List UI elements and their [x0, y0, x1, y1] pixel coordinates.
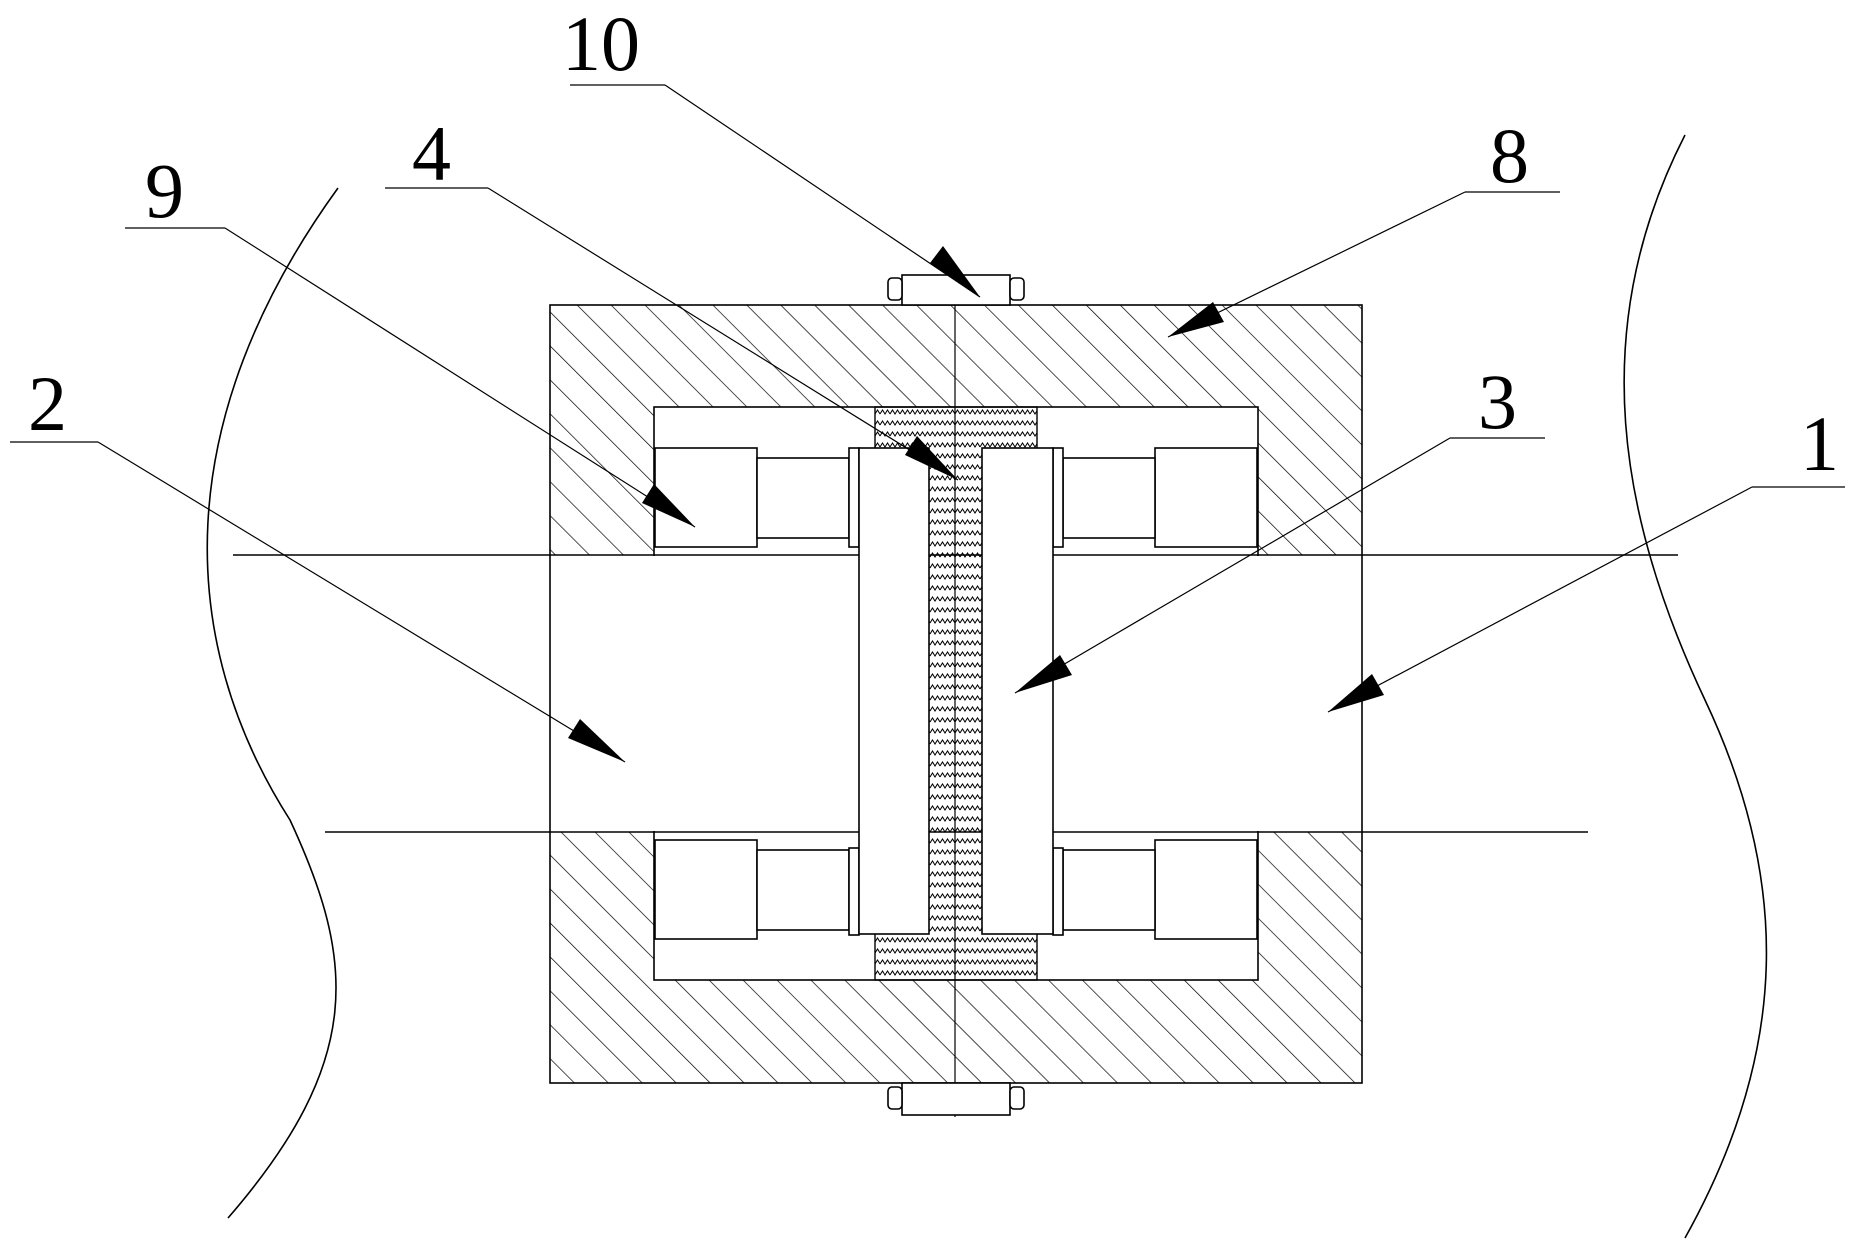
label-10: 10 [562, 0, 640, 87]
label-2: 2 [28, 360, 67, 447]
break-line-left [206, 187, 339, 1219]
break-line-right [1623, 134, 1768, 1239]
bolt-bottom [887, 1082, 1025, 1116]
label-8: 8 [1490, 112, 1529, 199]
leader-lines [10, 84, 1845, 763]
label-3: 3 [1478, 358, 1517, 445]
bearing-top-left [654, 447, 860, 548]
bearing-bottom-right [1052, 839, 1258, 940]
callout-labels: 10 4 9 8 3 2 1 [28, 0, 1839, 487]
label-9: 9 [145, 147, 184, 234]
label-1: 1 [1800, 400, 1839, 487]
bearing-bottom-left [654, 839, 860, 940]
label-4: 4 [412, 110, 451, 197]
bearing-top-right [1052, 447, 1258, 548]
